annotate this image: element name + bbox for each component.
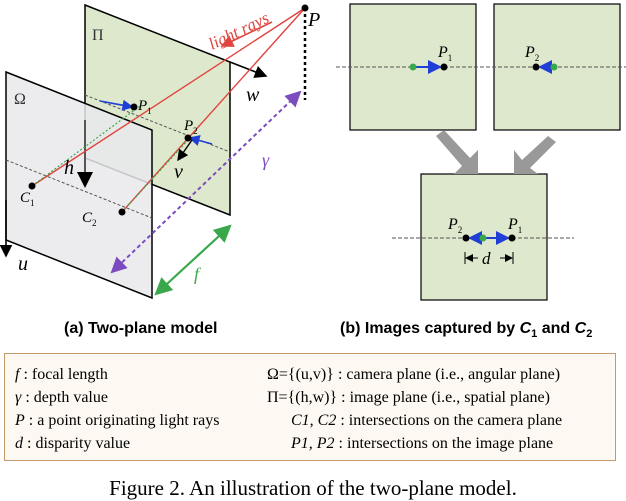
two-plane-model: Π Ω light rays P w h v u γ f P1 P2 C1 C2 xyxy=(0,3,320,300)
img1-point xyxy=(440,63,448,71)
v-axis-label: v xyxy=(174,161,183,183)
caption-b-c2: C xyxy=(574,320,587,337)
gamma-depth-arrow xyxy=(110,90,302,274)
merged-label-p2: P2 xyxy=(447,216,462,235)
u-axis-label: u xyxy=(18,253,28,275)
point-p2 xyxy=(184,134,192,142)
legend-right-2: C1, C2 : intersections on the camera pla… xyxy=(291,412,563,429)
focal-length-arrow xyxy=(154,224,232,296)
focal-label: f xyxy=(194,264,202,284)
caption-a: (a) Two-plane model xyxy=(64,320,218,337)
legend-right-1: Π={(h,w)} : image plane (i.e., spatial p… xyxy=(267,389,550,406)
p2-label: P2 xyxy=(183,118,198,136)
legend-left-0: f : focal length xyxy=(15,366,108,383)
plane-omega-label: Ω xyxy=(14,91,26,108)
img1-label: P1 xyxy=(437,44,452,63)
point-p xyxy=(301,4,309,12)
c1-label: C1 xyxy=(20,190,35,208)
merged-point-p2 xyxy=(462,234,470,242)
caption-b-c1-sub: 1 xyxy=(531,328,538,341)
caption-b-c2-sub: 2 xyxy=(586,328,593,341)
legend-right-0: Ω={(u,v)} : camera plane (i.e., angular … xyxy=(267,366,561,383)
legend-left-3: d : disparity value xyxy=(15,435,131,452)
captured-images: P1 P2 P2 P1 d xyxy=(336,3,626,301)
p1-label: P1 xyxy=(137,98,152,116)
img2-center-dot xyxy=(550,63,558,71)
legend-box: f : focal length γ : depth value P : a p… xyxy=(4,353,616,461)
c2-label: C2 xyxy=(82,210,97,228)
point-c2 xyxy=(118,208,126,216)
merged-point-p1 xyxy=(508,234,516,242)
img2-label: P2 xyxy=(524,44,539,63)
point-p-label: P xyxy=(307,9,320,31)
figure-caption: Figure 2. An illustration of the two-pla… xyxy=(109,476,517,500)
legend-left-1: γ : depth value xyxy=(15,389,108,406)
img2-point xyxy=(532,63,540,71)
light-rays-arrow xyxy=(220,21,273,47)
w-axis-label: w xyxy=(246,84,260,106)
gamma-label: γ xyxy=(262,150,270,170)
disparity-label: d xyxy=(482,249,491,268)
caption-b-and: and xyxy=(537,320,575,337)
legend-right-3: P1, P2 : intersections on the image plan… xyxy=(291,435,554,452)
point-c1 xyxy=(28,182,36,190)
h-axis-label: h xyxy=(64,157,74,179)
light-rays-label: light rays xyxy=(205,8,272,54)
w-axis-arrow xyxy=(229,61,268,78)
plane-pi-label: Π xyxy=(92,27,104,44)
legend-left-2: P : a point originating light rays xyxy=(15,412,220,429)
merged-center-dot xyxy=(479,234,487,242)
point-p1 xyxy=(130,103,138,111)
merged-label-p1: P1 xyxy=(507,216,522,235)
img1-center-dot xyxy=(409,63,417,71)
merge-arrow-right xyxy=(514,136,556,174)
caption-b: (b) Images captured by C1 and C2 xyxy=(340,320,592,340)
merge-arrow-left xyxy=(436,130,478,174)
caption-b-prefix: (b) Images captured by xyxy=(340,320,520,337)
caption-b-c1: C xyxy=(519,320,532,337)
